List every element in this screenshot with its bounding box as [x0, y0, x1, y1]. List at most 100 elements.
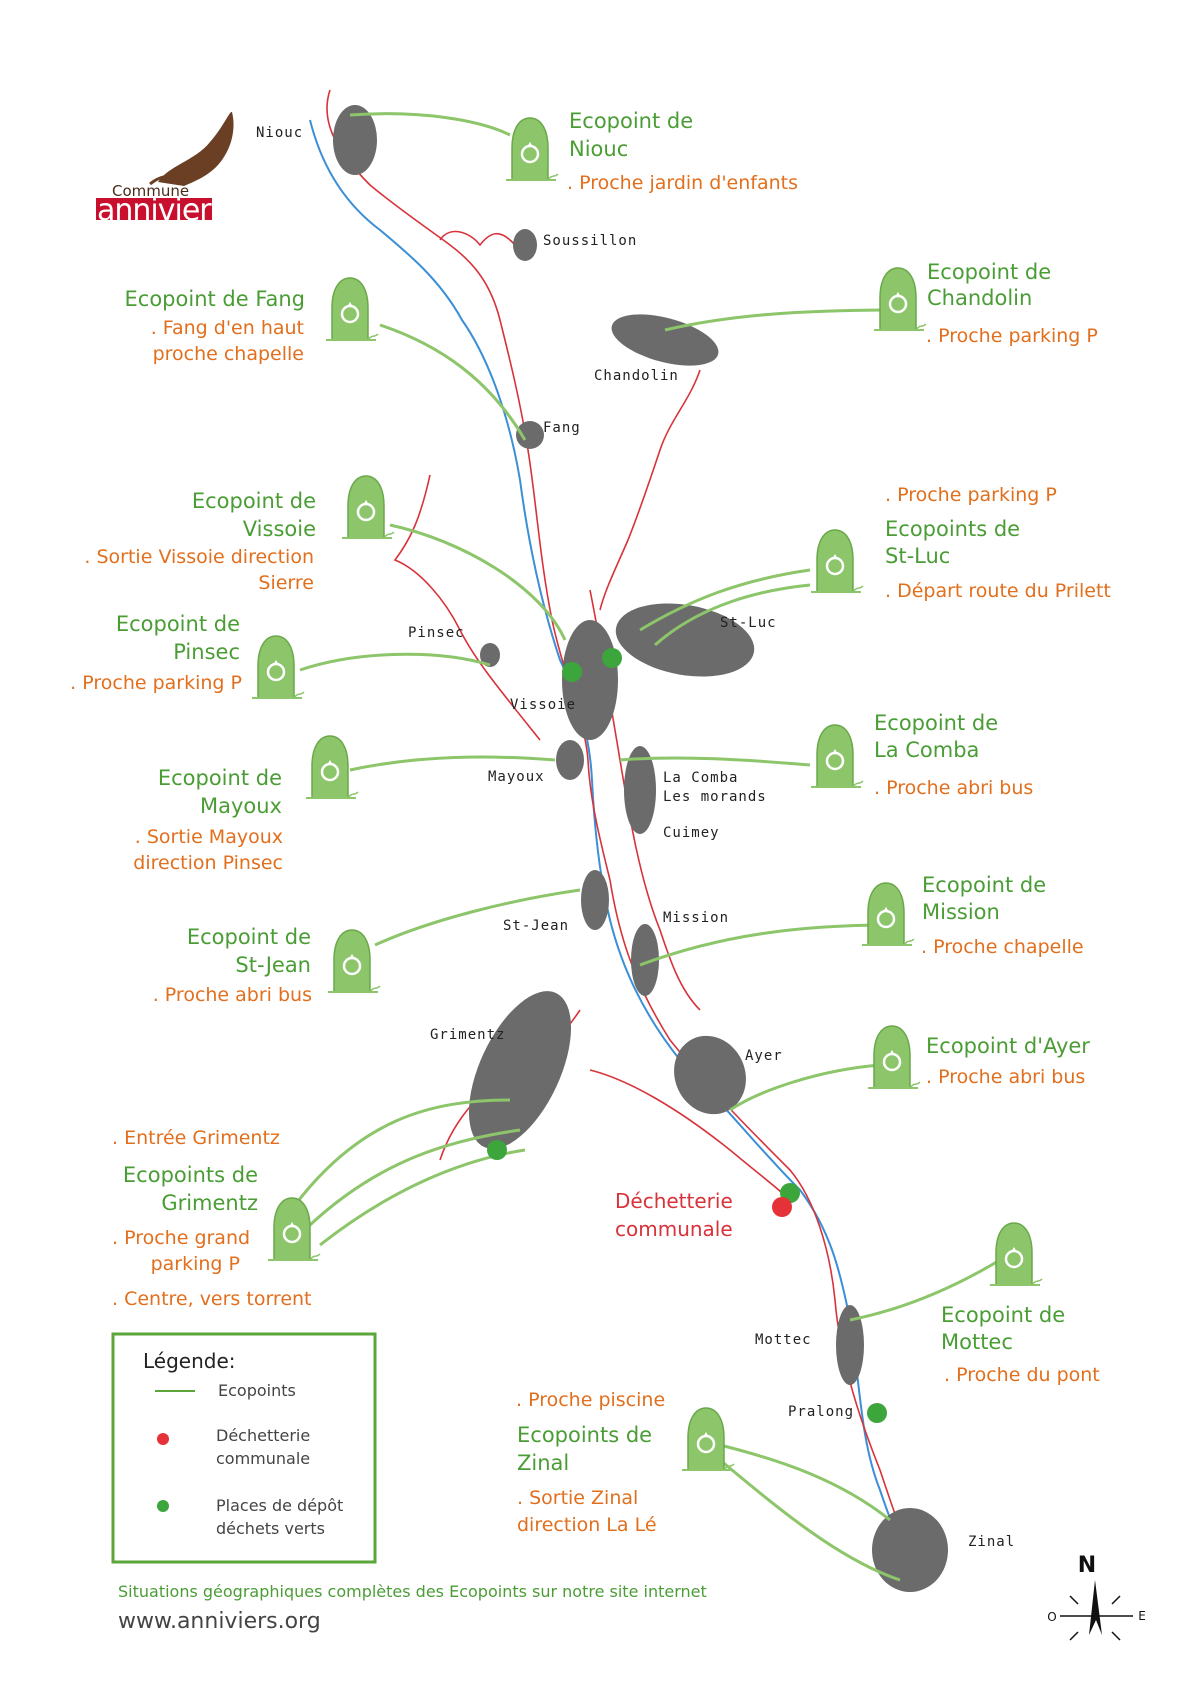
legend-decheterie-label-1: Déchetterie: [216, 1426, 310, 1445]
ecopoint-grimentz-icon: [266, 1196, 322, 1262]
ecopoint-la-comba-note: . Proche abri bus: [874, 777, 1033, 799]
ecopoint-vissoie-title-1: Ecopoint de: [192, 489, 316, 513]
legend-decheterie-label-2: communale: [216, 1449, 310, 1468]
ecopoint-zinal-title-1: Ecopoints de: [517, 1423, 652, 1447]
green-point-pralong: [867, 1403, 887, 1423]
ecopoint-fang: Ecopoint de Fang . Fang d'en haut proche…: [125, 287, 305, 365]
logo-band: [96, 198, 212, 220]
ecopoint-vissoie-note-2: Sierre: [258, 572, 314, 594]
compass-needle: [1089, 1580, 1102, 1635]
logo-commune-text: Commune: [112, 182, 189, 200]
ecopoint-mission-icon: [860, 881, 916, 947]
ecopoint-pinsec: Ecopoint de Pinsec . Proche parking P: [70, 612, 242, 694]
compass-o: O: [1047, 1610, 1056, 1624]
footer-url: www.anniviers.org: [118, 1609, 321, 1634]
settlement-mottec: [836, 1305, 864, 1385]
ecopoint-mottec-icon: [988, 1221, 1044, 1287]
ecopoint-zinal: . Proche piscine Ecopoints de Zinal . So…: [516, 1389, 665, 1536]
compass-e: E: [1138, 1609, 1146, 1623]
ecopoint-mission-title-2: Mission: [922, 900, 1000, 924]
ecopoint-pinsec-icon: [250, 634, 306, 700]
ecopoint-niouc-title-1: Ecopoint de: [569, 109, 693, 133]
ecopoint-vissoie-icon: [340, 474, 396, 540]
commune-logo: Commune anniviers: [96, 111, 234, 228]
label-grimentz: Grimentz: [430, 1027, 505, 1043]
ecopoint-la-comba-icon: [809, 723, 865, 789]
ecopoint-zinal-note-2: direction La Lé: [517, 1514, 657, 1536]
ecopoint-ayer: Ecopoint d'Ayer . Proche abri bus: [926, 1034, 1090, 1088]
ecopoint-st-jean-note: . Proche abri bus: [153, 984, 312, 1006]
ecopoint-mayoux-icon: [304, 734, 360, 800]
label-soussillon: Soussillon: [543, 233, 637, 249]
ecopoint-st-luc-note: . Départ route du Prilett: [885, 580, 1111, 602]
legend-green-label-1: Places de dépôt: [216, 1496, 343, 1515]
label-st-luc: St-Luc: [720, 615, 777, 631]
settlement-chandolin: [611, 314, 719, 366]
label-mottec: Mottec: [755, 1332, 812, 1348]
settlement-mayoux: [556, 740, 584, 780]
river: [309, 119, 911, 1571]
ecopoint-niouc: Ecopoint de Niouc . Proche jardin d'enfa…: [567, 109, 798, 194]
ecopoint-grimentz-note-3: . Centre, vers torrent: [112, 1288, 312, 1310]
label-cuimey: Cuimey: [663, 825, 720, 841]
settlements: [333, 105, 948, 1592]
settlement-st-luc: [615, 603, 755, 677]
label-pinsec: Pinsec: [408, 625, 465, 641]
ecopoint-chandolin-title-2: Chandolin: [927, 286, 1032, 310]
ecopoint-st-jean-title-1: Ecopoint de: [187, 925, 311, 949]
label-les-morands: Les morands: [663, 789, 767, 805]
ecopoint-st-jean-title-2: St-Jean: [235, 953, 311, 977]
ecopoint-grimentz-title-2: Grimentz: [161, 1191, 258, 1215]
label-zinal: Zinal: [968, 1534, 1015, 1550]
settlement-ayer: [674, 1035, 746, 1115]
compass: N O E: [1047, 1553, 1146, 1641]
ecopoint-fang-note-1: . Fang d'en haut: [151, 317, 304, 339]
ecopoint-fang-title: Ecopoint de Fang: [125, 287, 305, 311]
ecopoint-mottec-title-1: Ecopoint de: [941, 1303, 1065, 1327]
ecopoint-st-luc-title-1: Ecopoints de: [885, 517, 1020, 541]
label-fang: Fang: [543, 420, 581, 436]
settlement-st-jean: [581, 870, 609, 930]
green-point-vissoie-1: [562, 662, 582, 682]
label-ayer: Ayer: [745, 1048, 783, 1064]
ecopoint-st-luc-note-top: . Proche parking P: [885, 484, 1057, 506]
ecopoint-pinsec-title-2: Pinsec: [173, 640, 240, 664]
footer-note: Situations géographiques complètes des E…: [118, 1582, 707, 1601]
ecopoint-fang-note-2: proche chapelle: [153, 343, 304, 365]
ecopoint-lines: [293, 112, 1001, 1582]
ecopoint-st-jean: Ecopoint de St-Jean . Proche abri bus: [153, 925, 312, 1006]
label-niouc: Niouc: [256, 125, 303, 141]
ecopoint-la-comba-title-2: La Comba: [874, 738, 979, 762]
ecopoint-mission: Ecopoint de Mission . Proche chapelle: [921, 873, 1084, 958]
legend-box: [111, 1332, 377, 1564]
ecopoint-grimentz-note-1: . Proche grand: [112, 1227, 250, 1249]
ecopoint-chandolin-title-1: Ecopoint de: [927, 260, 1051, 284]
ecopoint-zinal-note-1: . Sortie Zinal: [517, 1487, 638, 1509]
decheterie-point: [772, 1197, 792, 1217]
ecopoint-la-comba: Ecopoint de La Comba . Proche abri bus: [874, 711, 1033, 799]
label-mayoux: Mayoux: [488, 769, 545, 785]
ecopoint-ayer-title: Ecopoint d'Ayer: [926, 1034, 1090, 1058]
ecopoint-ayer-icon: [866, 1024, 922, 1090]
ecopoint-st-luc: . Proche parking P Ecopoints de St-Luc .…: [885, 484, 1111, 602]
settlement-grimentz: [468, 991, 572, 1149]
decheterie-label: Déchetterie communale: [615, 1189, 733, 1241]
ecopoint-mission-title-1: Ecopoint de: [922, 873, 1046, 897]
ecopoint-vissoie-title-2: Vissoie: [243, 517, 316, 541]
ecopoint-ayer-note: . Proche abri bus: [926, 1066, 1085, 1088]
ecopoint-mayoux-title-2: Mayoux: [200, 794, 282, 818]
settlement-niouc: [333, 105, 377, 175]
settlement-soussillon: [513, 229, 537, 261]
settlement-mission: [631, 924, 659, 996]
ecopoint-grimentz: . Entrée Grimentz Ecopoints de Grimentz …: [112, 1127, 312, 1310]
ecopoint-chandolin-icon: [872, 266, 928, 332]
legend-title: Légende:: [143, 1349, 236, 1373]
ecopoint-grimentz-note-2: parking P: [151, 1253, 240, 1275]
ecopoint-pinsec-title-1: Ecopoint de: [116, 612, 240, 636]
legend-green-dot: [157, 1500, 169, 1512]
label-chandolin: Chandolin: [594, 368, 679, 384]
ecopoint-niouc-icon: [504, 116, 560, 182]
ecopoint-st-luc-icon: [809, 528, 865, 594]
legend-decheterie-dot: [157, 1433, 169, 1445]
